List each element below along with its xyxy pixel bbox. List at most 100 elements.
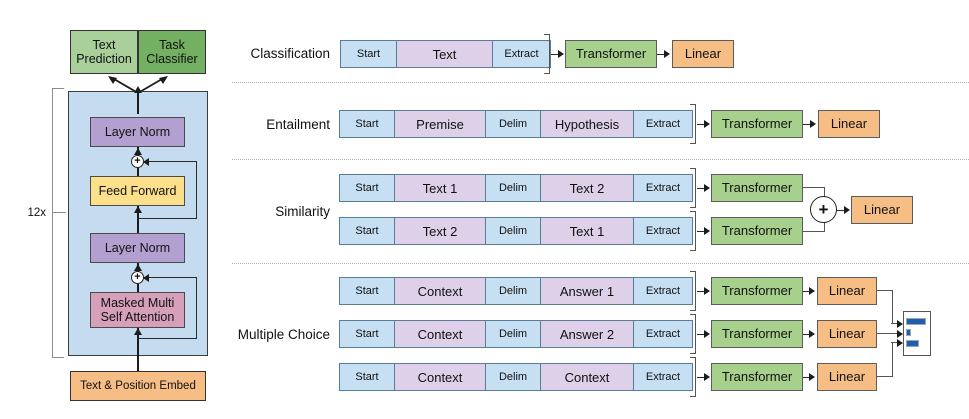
token-text: Text [397, 41, 493, 67]
sequence-mc-1: Start Context Delim Answer 1 Extract [339, 277, 693, 305]
linear-mc-3[interactable]: Linear [817, 363, 877, 391]
sequence-entailment: Start Premise Delim Hypothesis Extract [339, 110, 693, 138]
mc3-linear-arrow [809, 373, 815, 381]
sequence-classification: Start Text Extract [340, 40, 551, 68]
token-premise: Premise [395, 111, 486, 137]
mc1-arrow-head [704, 287, 710, 295]
sim-merge-wire-top [803, 187, 825, 189]
sequence-similarity-2: Start Text 2 Delim Text 1 Extract [339, 217, 693, 245]
sequence-similarity-1: Start Text 1 Delim Text 2 Extract [339, 174, 693, 202]
token-hypothesis: Hypothesis [541, 111, 634, 137]
transformer-similarity-2[interactable]: Transformer [711, 217, 803, 245]
linear-entailment[interactable]: Linear [818, 110, 880, 138]
masked-multi-self-attention-block[interactable]: Masked Multi Self Attention [90, 292, 185, 328]
sim-linear-arrow [844, 206, 850, 214]
ffn-out-line [137, 168, 139, 178]
token-delim: Delim [486, 278, 541, 304]
bracket-classification [544, 34, 550, 74]
text-prediction-block[interactable]: Text Prediction [70, 30, 138, 74]
mc3-softmax-arrow [897, 338, 903, 347]
task-classifier-label: Task Classifier [146, 38, 198, 66]
transformer-classification[interactable]: Transformer [565, 40, 657, 68]
residual-add-upper-symbol: + [134, 155, 141, 167]
attn-out-line [137, 284, 139, 293]
task-classifier-block[interactable]: Task Classifier [138, 30, 206, 74]
token-extract: Extract [634, 321, 692, 347]
transformer-entailment[interactable]: Transformer [711, 110, 803, 138]
sim-merge-wire-bottom [803, 231, 825, 233]
token-text-2: Text 2 [541, 175, 634, 201]
layer-norm-top-label: Layer Norm [104, 125, 171, 139]
mc3-arrow-line [697, 376, 707, 378]
token-start: Start [340, 278, 395, 304]
output-stem [137, 92, 139, 114]
text-position-embed-block[interactable]: Text & Position Embed [70, 371, 206, 401]
sim2-arrow-line [697, 230, 707, 232]
repeat-bracket-tick [52, 212, 66, 213]
ent-linear-arrow [810, 120, 816, 128]
attn-in-line [137, 328, 139, 343]
task-label-similarity: Similarity [275, 203, 330, 219]
token-extract: Extract [634, 111, 692, 137]
token-context: Context [395, 278, 486, 304]
token-delim: Delim [486, 321, 541, 347]
linear-similarity[interactable]: Linear [851, 196, 913, 224]
linear-classification[interactable]: Linear [672, 40, 734, 68]
mc3-up-wire [891, 343, 893, 377]
transformer-similarity-1[interactable]: Transformer [711, 174, 803, 202]
sequence-mc-3: Start Context Delim Context Extract [339, 363, 693, 391]
softmax-bar-2 [906, 329, 911, 336]
bracket-mc-3 [690, 357, 696, 397]
mc1-linear-arrow [809, 287, 815, 295]
masked-multi-self-attention-label: Masked Multi Self Attention [100, 296, 175, 324]
mc3-into-softmax [891, 342, 901, 344]
softmax-bar-3 [906, 340, 919, 347]
mc1-down-wire [891, 290, 893, 324]
mc1-out-wire [877, 290, 893, 292]
token-start: Start [341, 41, 397, 67]
attn-skip-right [196, 277, 198, 339]
ffn-skip-right [196, 161, 198, 219]
attn-skip-bottom [137, 338, 197, 340]
token-extract: Extract [634, 218, 692, 244]
token-start: Start [340, 364, 395, 390]
ln-bot-out-line [137, 218, 139, 236]
attn-skip-top [144, 277, 197, 279]
mc1-softmax-arrow [897, 319, 903, 328]
linear-mc-2[interactable]: Linear [817, 320, 877, 348]
residual-add-lower-symbol: + [134, 271, 141, 283]
layer-norm-top-block[interactable]: Layer Norm [90, 117, 185, 147]
transformer-mc-3[interactable]: Transformer [711, 363, 803, 391]
token-delim: Delim [486, 364, 541, 390]
token-start: Start [340, 218, 395, 244]
text-prediction-label: Text Prediction [76, 38, 132, 66]
ffn-skip-bottom [137, 218, 197, 220]
linear-mc-1[interactable]: Linear [817, 277, 877, 305]
layer-norm-bottom-block[interactable]: Layer Norm [90, 233, 185, 263]
text-position-embed-label: Text & Position Embed [80, 379, 196, 392]
sim2-arrow-head [704, 227, 710, 235]
task-label-entailment: Entailment [266, 116, 330, 132]
separator-3 [232, 263, 969, 264]
output-arrowhead [133, 86, 142, 93]
separator-1 [232, 82, 969, 83]
token-delim: Delim [486, 175, 541, 201]
attn-in-arrow [133, 328, 142, 335]
transformer-mc-2[interactable]: Transformer [711, 320, 803, 348]
mc1-arrow-line [697, 290, 707, 292]
bracket-mc-1 [690, 271, 696, 311]
token-start: Start [340, 175, 395, 201]
cls-arrow-line [551, 53, 561, 55]
embed-stem [137, 338, 139, 374]
token-extract: Extract [634, 175, 692, 201]
sim1-arrow-line [697, 187, 707, 189]
mc2-linear-arrow [809, 330, 815, 338]
token-text-2: Text 2 [395, 218, 486, 244]
feed-forward-block[interactable]: Feed Forward [90, 176, 185, 206]
architecture-panel: Text Prediction Task Classifier Layer No… [0, 0, 232, 419]
transformer-mc-1[interactable]: Transformer [711, 277, 803, 305]
ffn-skip-arrowhead [143, 157, 149, 166]
token-answer: Answer 2 [541, 321, 634, 347]
token-extract: Extract [634, 278, 692, 304]
